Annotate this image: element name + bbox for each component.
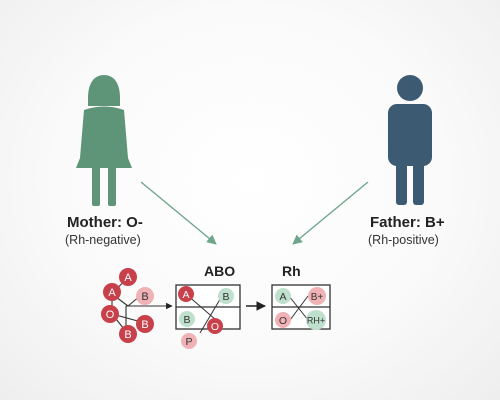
cluster-circle-a-left: A (103, 283, 121, 301)
rh-circle-rh-plus: RH+ (306, 310, 326, 330)
svg-text:B: B (141, 319, 148, 331)
abo-header: ABO (204, 263, 236, 279)
father-arrow (292, 181, 369, 245)
mother-arrow (140, 181, 217, 245)
cluster-circle-b-light: B (136, 287, 154, 305)
svg-text:A: A (279, 291, 286, 303)
svg-text:B: B (222, 291, 229, 303)
cluster-circle-a-top: A (119, 268, 137, 286)
rh-circle-o: O (275, 312, 291, 328)
svg-text:A: A (108, 287, 116, 299)
svg-text:B: B (183, 314, 190, 326)
cluster-circle-b-bottom: B (119, 325, 137, 343)
mother-figure-icon (76, 75, 132, 206)
svg-text:B: B (141, 291, 148, 303)
father-figure-icon (388, 75, 432, 205)
svg-text:A: A (124, 272, 132, 284)
rh-circle-a: A (275, 288, 291, 304)
mother-rh-label: (Rh-negative) (65, 233, 141, 247)
father-label: Father: B+ (370, 214, 445, 231)
abo-circle-p: P (181, 333, 197, 349)
svg-text:RH+: RH+ (307, 316, 325, 326)
svg-text:O: O (279, 315, 287, 327)
mother-label: Mother: O- (67, 214, 143, 231)
rh-header: Rh (282, 263, 301, 279)
cluster-circle-o: O (101, 305, 119, 323)
svg-text:O: O (211, 321, 219, 333)
svg-text:P: P (185, 336, 192, 348)
cluster-circle-b-right: B (136, 315, 154, 333)
svg-text:B+: B+ (311, 292, 324, 303)
abo-circle-b-top: B (218, 288, 234, 304)
father-rh-label: (Rh-positive) (368, 233, 439, 247)
svg-text:O: O (106, 309, 115, 321)
abo-circle-b-bottom: B (179, 311, 195, 327)
abo-circle-a: A (178, 286, 194, 302)
rh-circle-b-plus: B+ (308, 287, 326, 305)
abo-circle-o: O (207, 318, 223, 334)
svg-text:B: B (124, 329, 131, 341)
svg-text:A: A (182, 289, 189, 301)
